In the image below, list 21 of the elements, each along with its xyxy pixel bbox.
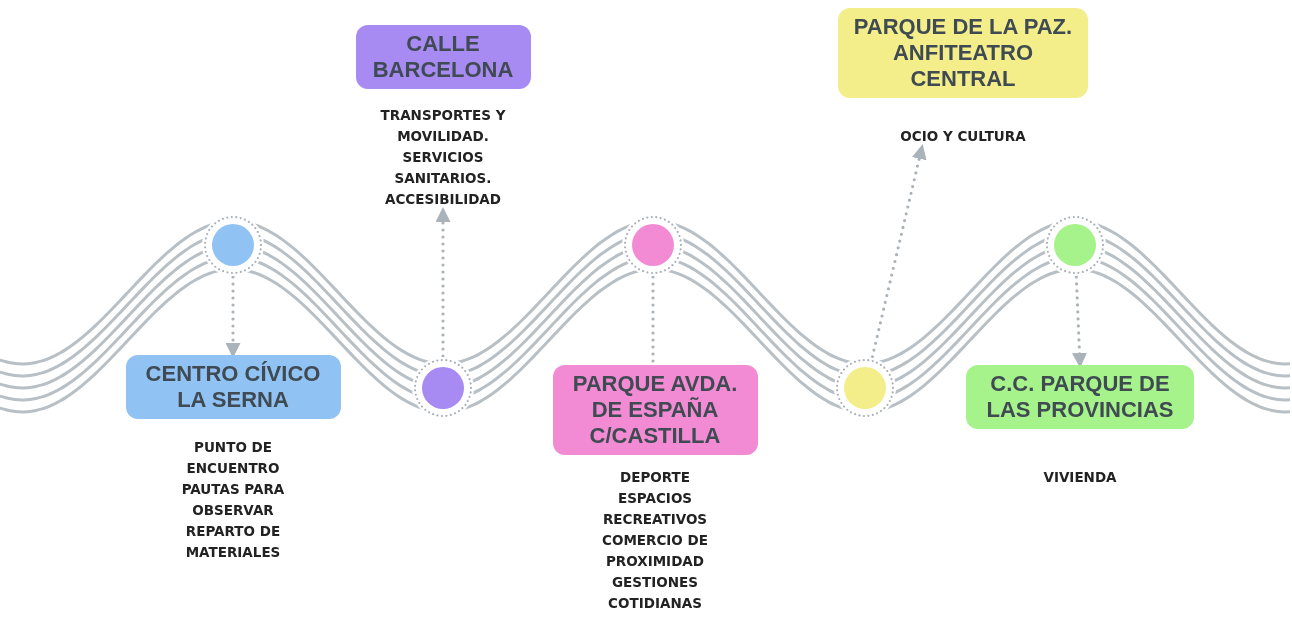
dotted-arrow (225, 275, 241, 358)
dotted-arrow (435, 207, 451, 358)
dotted-arrow (870, 144, 927, 359)
dotted-arrow (1072, 275, 1087, 368)
topic-text: GESTIONES COTIDIANAS (607, 573, 703, 613)
topic-text: ESPACIOS RECREATIVOS (601, 489, 709, 529)
topic-text: ACCESIBILIDAD (384, 190, 502, 209)
topic-text: VIVIENDA (1042, 468, 1118, 487)
topic-text: PUNTO DE ENCUENTRO (185, 438, 281, 478)
topic-text: PAUTAS PARA OBSERVAR (180, 480, 286, 520)
location-label: PARQUE AVDA. DE ESPAÑA C/CASTILLA (552, 365, 758, 455)
location-label: CALLE BARCELONA (355, 25, 531, 89)
location-label: CENTRO CÍVICO LA SERNA (125, 355, 341, 419)
topic-text: DEPORTE (619, 468, 691, 487)
topic-text: SERVICIOS SANITARIOS. (393, 148, 493, 188)
topic-text: OCIO Y CULTURA (899, 127, 1027, 146)
location-label: PARQUE DE LA PAZ. ANFITEATRO CENTRAL (838, 8, 1088, 98)
location-label: C.C. PARQUE DE LAS PROVINCIAS (966, 365, 1194, 429)
topic-text: TRANSPORTES Y MOVILIDAD. (379, 106, 507, 146)
topic-text: COMERCIO DE PROXIMIDAD (601, 531, 709, 571)
topic-text: REPARTO DE MATERIALES (184, 522, 282, 562)
